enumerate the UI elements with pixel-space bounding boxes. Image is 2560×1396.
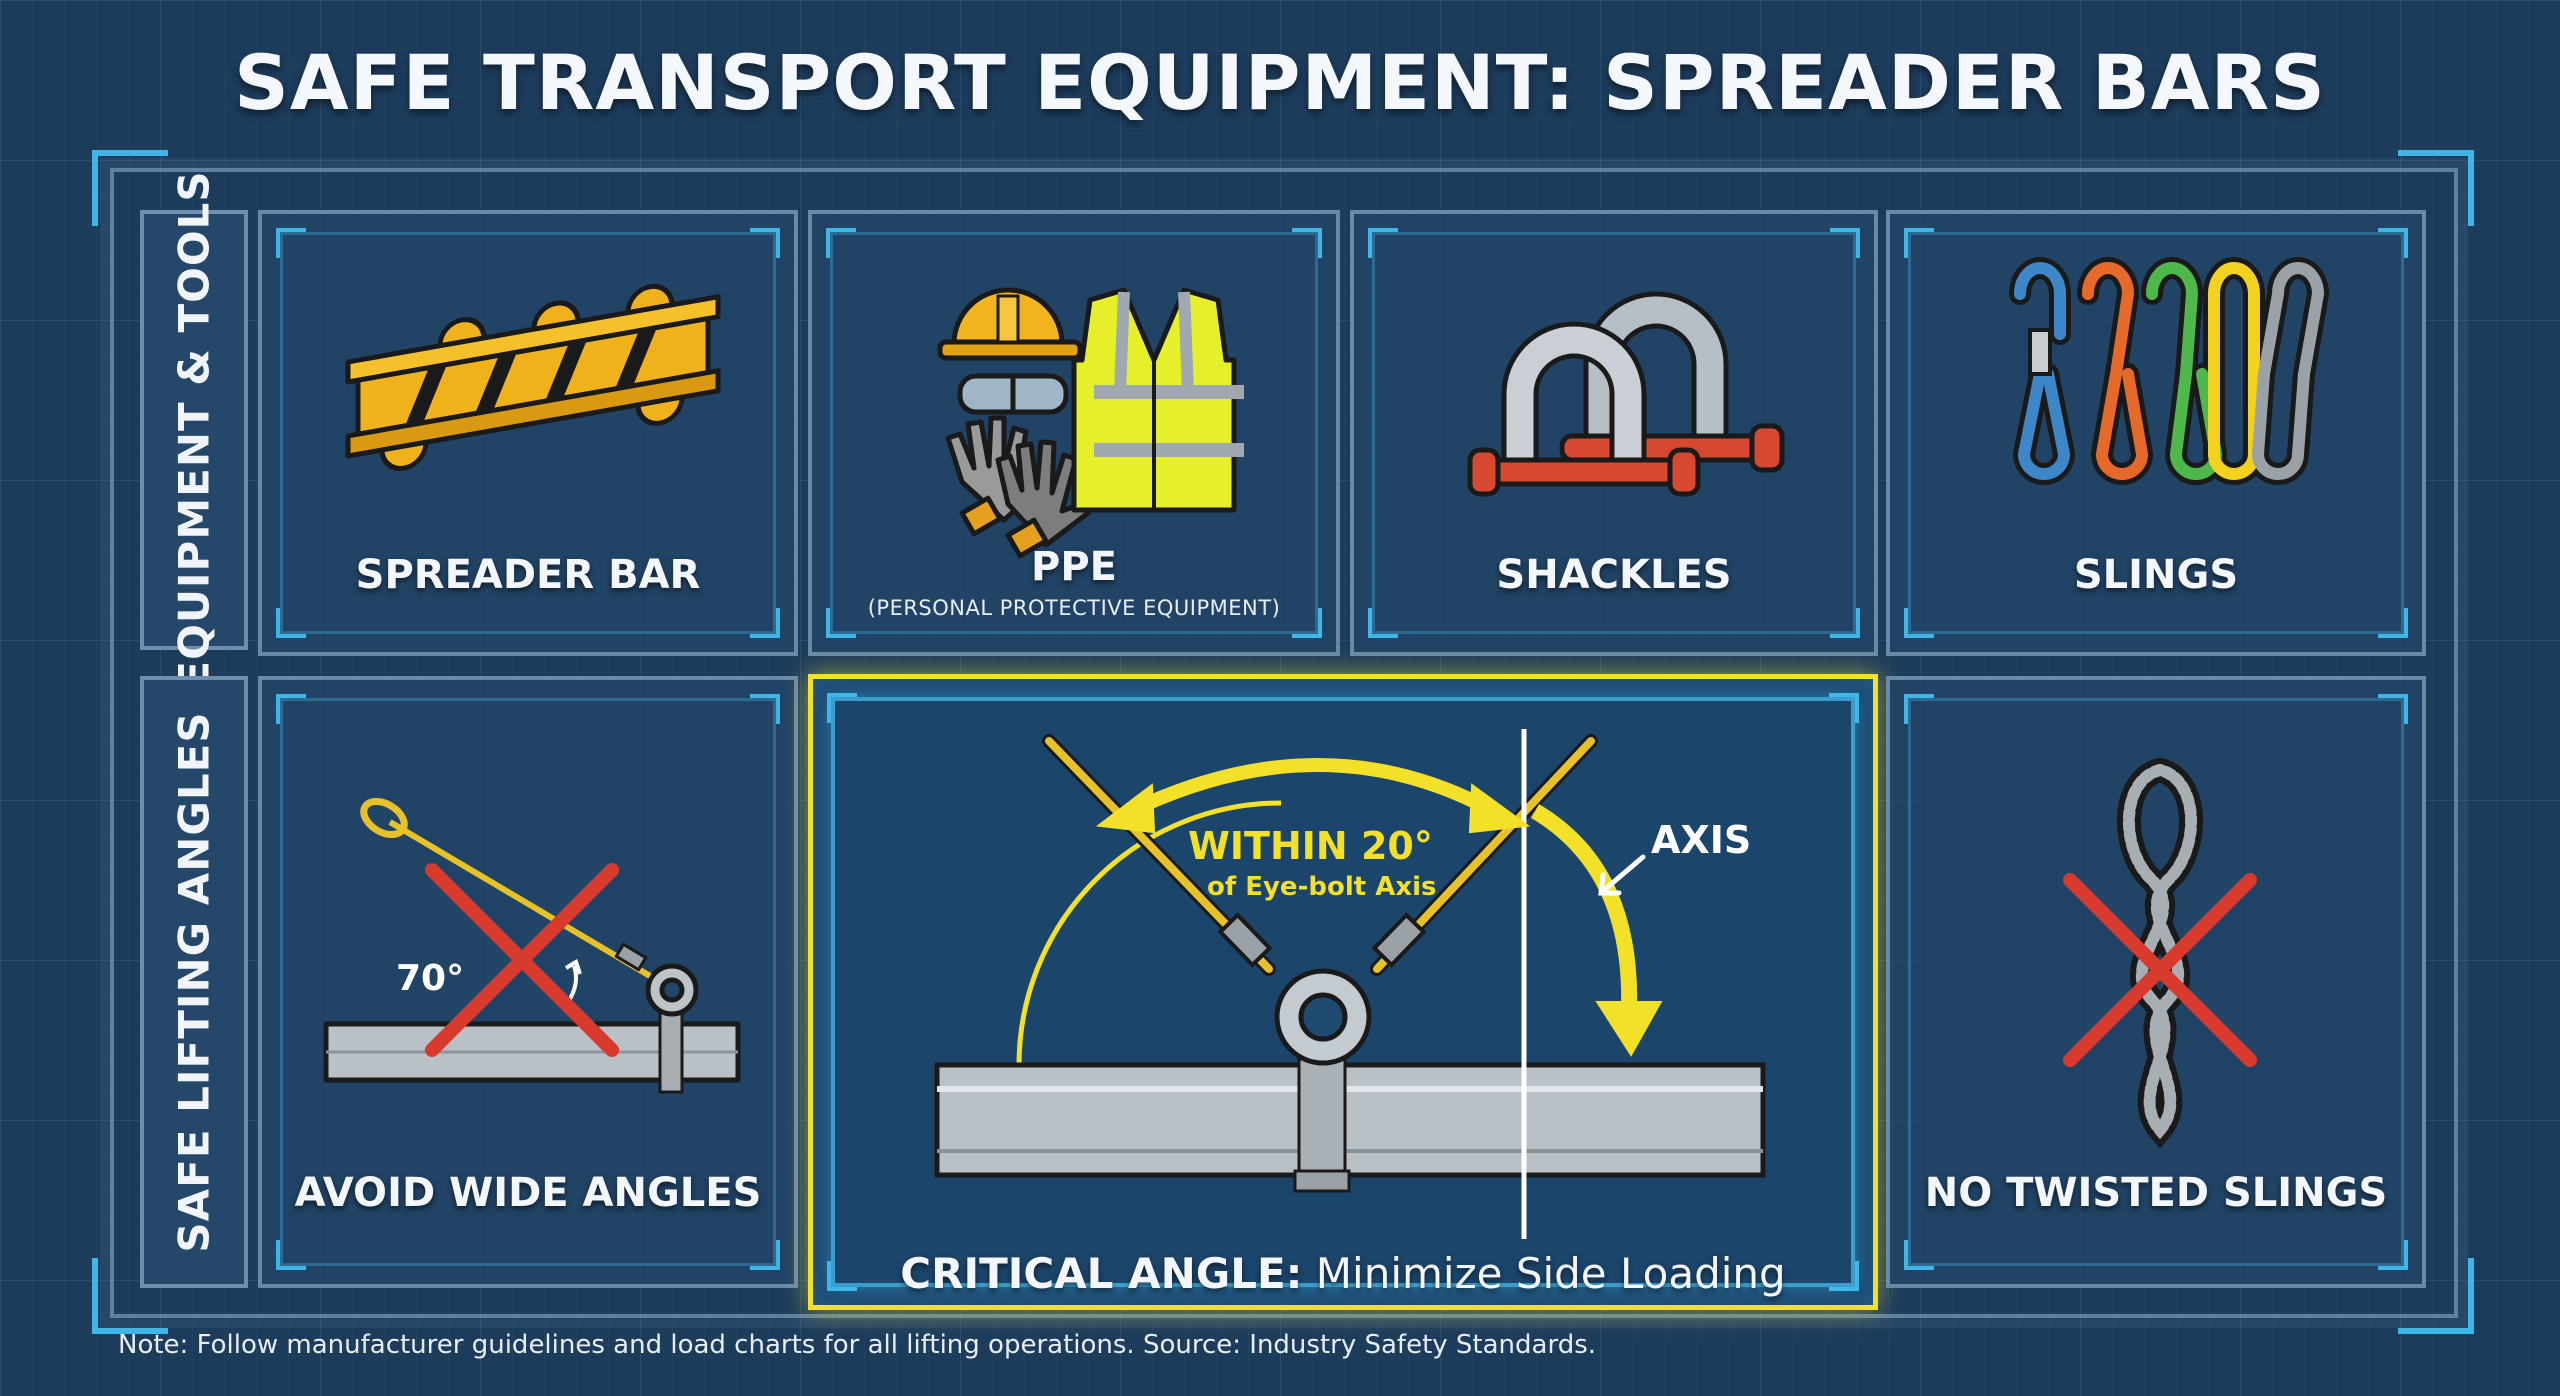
footnote: Note: Follow manufacturer guidelines and… xyxy=(118,1330,1597,1360)
angle-double-arrow xyxy=(1095,758,1531,834)
panel-label: PPE xyxy=(1031,544,1117,590)
critical-caption: CRITICAL ANGLE: Minimize Side Loading xyxy=(813,1249,1873,1298)
within-angle-text: WITHIN 20° xyxy=(1188,824,1433,868)
axis-label: AXIS xyxy=(1651,818,1751,862)
frame-corner xyxy=(92,150,168,226)
main-frame xyxy=(110,168,2458,1318)
panel-spreader-bar: SPREADER BAR xyxy=(258,210,798,656)
shackles-icon xyxy=(1467,291,1785,497)
red-x-mark xyxy=(425,863,619,1057)
panel-avoid-wide-angles: 70° AVOID WIDE ANGLES xyxy=(258,676,798,1288)
panel-label: NO TWISTED SLINGS xyxy=(1924,1170,2388,1216)
panel-sublabel: (PERSONAL PROTECTIVE EQUIPMENT) xyxy=(867,596,1281,620)
slings-icon xyxy=(2009,257,2330,485)
spreader-bar-icon xyxy=(345,283,721,471)
frame-corner xyxy=(2398,1258,2474,1334)
panel-label: SHACKLES xyxy=(1496,552,1732,598)
twisted-sling-illustration xyxy=(2063,757,2257,1149)
critical-caption-bold: CRITICAL ANGLE: xyxy=(900,1249,1303,1298)
section-label-text: SAFE LIFTING ANGLES xyxy=(169,711,219,1253)
frame-corner xyxy=(92,1258,168,1334)
section-label-text: EQUIPMENT & TOOLS xyxy=(169,170,219,690)
axis-pointer-arrow xyxy=(1598,854,1646,896)
panel-no-twisted-slings: NO TWISTED SLINGS xyxy=(1886,676,2426,1288)
panel-shackles: SHACKLES xyxy=(1350,210,1878,656)
critical-angle-illustration: WITHIN 20° of Eye-bolt Axis AXIS xyxy=(934,729,1766,1239)
frame-corner xyxy=(2398,150,2474,226)
critical-caption-rest: Minimize Side Loading xyxy=(1302,1249,1786,1298)
axis-arc-arrow xyxy=(1530,804,1663,1057)
panel-label: SPREADER BAR xyxy=(355,552,701,598)
panel-ppe: PPE (PERSONAL PROTECTIVE EQUIPMENT) xyxy=(808,210,1340,656)
within-angle-subtext: of Eye-bolt Axis xyxy=(1207,872,1437,902)
ppe-icon xyxy=(937,287,1244,559)
red-x-mark xyxy=(2063,873,2257,1067)
panel-critical-angle: WITHIN 20° of Eye-bolt Axis AXIS CRITICA… xyxy=(808,674,1878,1310)
page-title: SAFE TRANSPORT EQUIPMENT: SPREADER BARS xyxy=(234,38,2326,127)
section-label-angles: SAFE LIFTING ANGLES xyxy=(140,676,248,1288)
panel-label: SLINGS xyxy=(2073,552,2239,598)
panel-slings: SLINGS xyxy=(1886,210,2426,656)
angle-arrow xyxy=(566,965,578,1004)
section-label-equipment: EQUIPMENT & TOOLS xyxy=(140,170,248,690)
wide-angle-illustration: 70° xyxy=(323,797,741,1094)
angle-value: 70° xyxy=(396,958,464,999)
panel-label: AVOID WIDE ANGLES xyxy=(294,1170,762,1216)
